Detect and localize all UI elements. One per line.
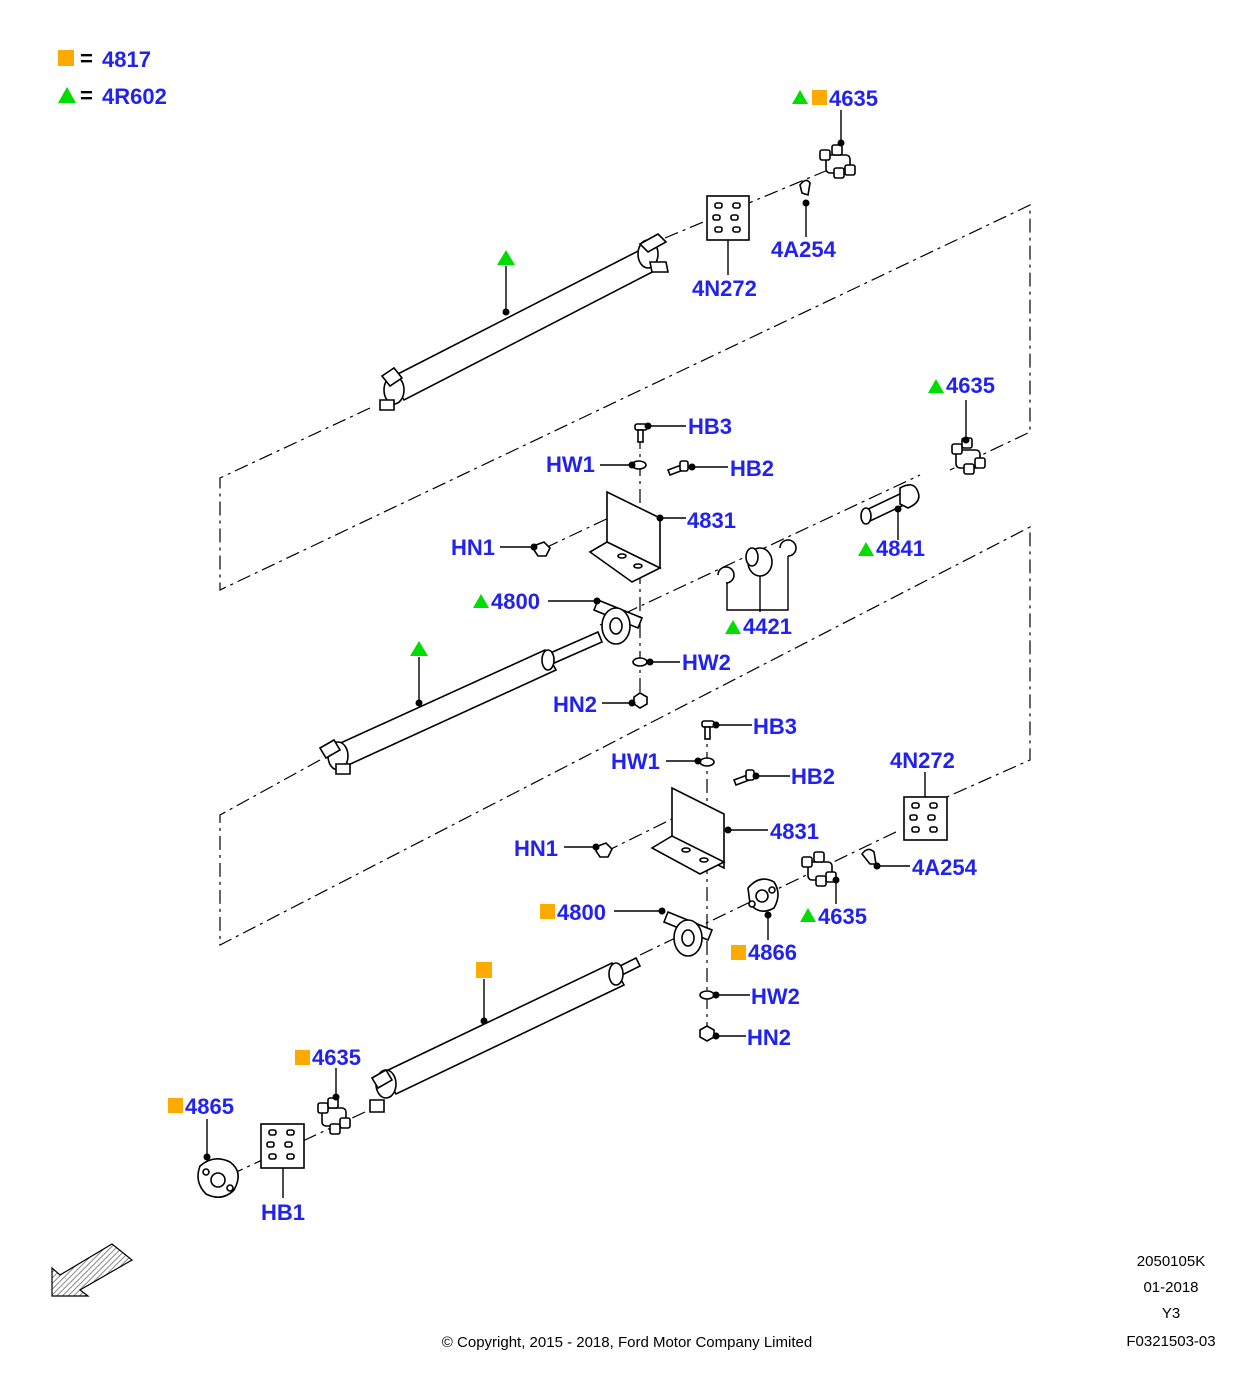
callout-mid-bracket[interactable]: 4831	[687, 508, 736, 533]
triangle-icon	[473, 594, 489, 608]
callout-mid-u-joint[interactable]: 4635	[946, 373, 995, 398]
rear-flange[interactable]	[197, 1158, 239, 1198]
low-bolt-hb2[interactable]	[732, 769, 755, 787]
low-nut-hn2[interactable]	[699, 1025, 715, 1042]
triangle-icon	[725, 620, 741, 634]
callout-low-hw1[interactable]: HW1	[611, 749, 660, 774]
callout-mid-hn2[interactable]: HN2	[553, 692, 597, 717]
low-bolt-hb3[interactable]	[701, 720, 715, 740]
callout-top-bolt-kit[interactable]: 4N272	[692, 276, 757, 301]
callout-low-bolt-kit[interactable]: 4N272	[890, 748, 955, 773]
callout-rear-bolt-kit[interactable]: HB1	[261, 1200, 305, 1225]
rear-bolt-kit[interactable]	[260, 1123, 305, 1169]
legend-code-square: 4817	[102, 47, 151, 72]
callout-mid-hb3[interactable]: HB3	[688, 414, 732, 439]
triangle-icon	[928, 379, 944, 393]
low-grease-fitting[interactable]	[860, 848, 877, 865]
alignment-guides	[219, 164, 1031, 1176]
callout-low-hn1[interactable]: HN1	[514, 836, 558, 861]
callout-low-bracket[interactable]: 4831	[770, 819, 819, 844]
callout-low-hb3[interactable]: HB3	[753, 714, 797, 739]
front-direction-arrow-icon	[51, 1243, 134, 1297]
low-nut-hn1[interactable]	[595, 842, 613, 858]
callout-mid-hw1[interactable]: HW1	[546, 452, 595, 477]
callout-low-u-joint[interactable]: 4635	[818, 904, 867, 929]
low-washer-hw2[interactable]	[699, 990, 715, 1000]
low-bracket[interactable]	[650, 786, 726, 875]
callout-mid-yoke[interactable]: 4841	[876, 536, 925, 561]
mid-boot-kit[interactable]	[717, 539, 797, 584]
callout-rear-flange[interactable]: 4865	[185, 1094, 234, 1119]
legend-equals: =	[80, 83, 93, 108]
callout-top-fitting[interactable]: 4A254	[771, 237, 837, 262]
low-flange-yoke[interactable]	[747, 878, 779, 912]
triangle-icon	[58, 87, 76, 103]
triangle-icon	[410, 641, 428, 656]
callout-mid-hb2[interactable]: HB2	[730, 456, 774, 481]
triangle-icon	[858, 542, 874, 556]
top-axis-line	[664, 164, 841, 239]
square-icon	[812, 90, 827, 105]
upper-guide	[219, 204, 1031, 591]
callout-low-bearing[interactable]: 4800	[557, 900, 606, 925]
legend: = 4817 = 4R602	[58, 46, 167, 109]
mid-nut-hn2[interactable]	[633, 692, 648, 709]
ref-code: 2050105K	[1137, 1253, 1205, 1270]
callout-low-hb2[interactable]: HB2	[791, 764, 835, 789]
triangle-icon	[792, 90, 808, 104]
square-icon	[540, 904, 555, 919]
low-washer-hw1[interactable]	[699, 757, 715, 767]
callout-mid-hn1[interactable]: HN1	[451, 535, 495, 560]
low-hn1-axis	[604, 814, 681, 853]
callout-mid-boot[interactable]: 4421	[743, 614, 792, 639]
top-bolt-kit[interactable]	[706, 195, 750, 241]
revision-date: 01-2018	[1143, 1279, 1198, 1296]
lower-guide	[219, 526, 1031, 946]
figure-id: F0321503-03	[1126, 1333, 1215, 1350]
callout-rear-u-joint[interactable]: 4635	[312, 1045, 361, 1070]
mid-u-joint[interactable]	[951, 437, 986, 475]
square-icon	[168, 1098, 183, 1113]
square-icon	[476, 962, 492, 978]
variant-code: Y3	[1162, 1305, 1180, 1322]
triangle-icon	[497, 250, 515, 265]
low-bolt-kit[interactable]	[903, 796, 948, 841]
low-driveshaft[interactable]	[369, 956, 642, 1113]
square-icon	[731, 945, 746, 960]
callout-low-yoke[interactable]: 4866	[748, 940, 797, 965]
mid-bracket[interactable]	[588, 490, 662, 583]
callout-low-hw2[interactable]: HW2	[751, 984, 800, 1009]
triangle-icon	[800, 908, 816, 922]
rear-u-joint[interactable]	[317, 1097, 351, 1135]
callout-low-hn2[interactable]: HN2	[747, 1025, 791, 1050]
mid-bolt-hb3[interactable]	[634, 423, 648, 443]
copyright-notice: © Copyright, 2015 - 2018, Ford Motor Com…	[442, 1334, 812, 1351]
rear-axis-line	[229, 1104, 381, 1176]
legend-code-triangle: 4R602	[102, 84, 167, 109]
top-u-joint[interactable]	[819, 144, 856, 179]
callout-low-fitting[interactable]: 4A254	[912, 855, 978, 880]
mid-axis-line	[599, 474, 921, 626]
mid-bolt-hb2[interactable]	[666, 460, 689, 477]
mid-center-bearing[interactable]	[592, 598, 644, 645]
square-icon	[295, 1050, 310, 1065]
square-icon	[58, 50, 74, 66]
mid-slip-yoke[interactable]	[860, 484, 920, 525]
mid-driveshaft[interactable]	[318, 630, 604, 775]
mid-washer-hw2[interactable]	[632, 657, 648, 667]
callout-mid-bearing[interactable]: 4800	[491, 589, 540, 614]
top-driveshaft[interactable]	[379, 233, 669, 411]
callout-mid-hw2[interactable]: HW2	[682, 650, 731, 675]
low-u-joint[interactable]	[801, 851, 837, 887]
mid-hn1-axis	[544, 514, 616, 549]
callout-top-u-joint[interactable]: 4635	[829, 86, 878, 111]
low-center-bearing[interactable]	[662, 910, 714, 957]
legend-equals: =	[80, 46, 93, 71]
top-grease-fitting[interactable]	[799, 179, 811, 197]
